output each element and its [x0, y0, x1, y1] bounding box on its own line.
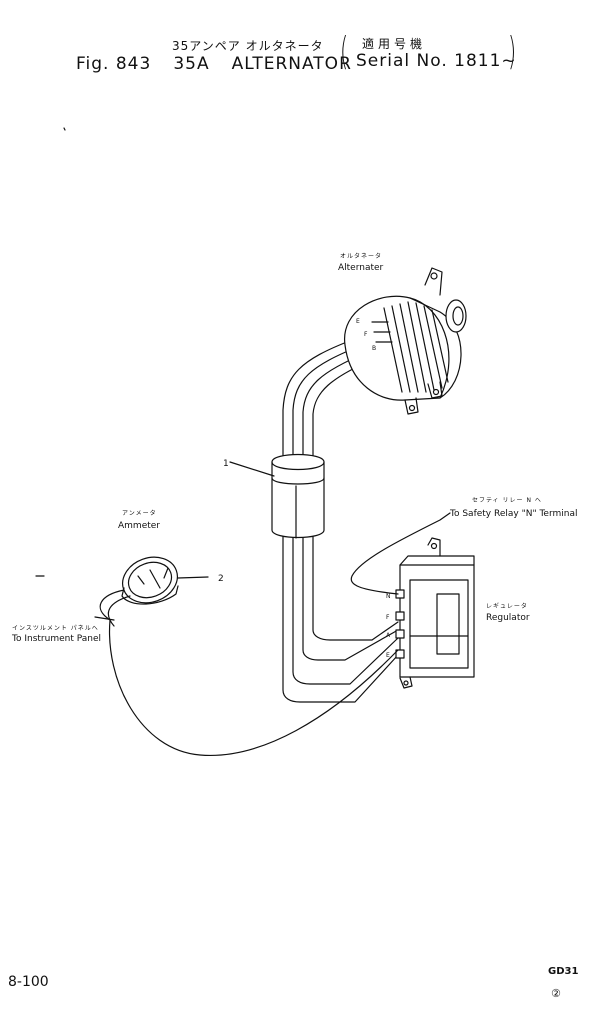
figure-number: Fig. 843 — [76, 54, 152, 74]
model-code: GD31 — [548, 966, 579, 977]
regulator-label-jp: レギュレータ — [486, 602, 528, 610]
alt-terminal-F: F — [364, 331, 368, 338]
instrument-leader — [94, 616, 115, 621]
alt-terminal-B: B — [372, 345, 376, 352]
paren-close: ) — [508, 29, 517, 73]
harness-sleeve — [271, 453, 325, 539]
safety-relay-wire — [350, 512, 451, 595]
regulator-label: Regulator — [486, 613, 530, 623]
ammeter-wire-2 — [107, 595, 131, 627]
regulator-body — [395, 537, 475, 689]
alternator-label: Alternater — [338, 263, 384, 273]
ammeter-gauge — [121, 556, 209, 605]
safety-label: To Safety Relay "N" Terminal — [449, 509, 577, 519]
instrument-label: To Instrument Panel — [11, 634, 101, 644]
instrument-label-jp: インスツルメント パネルへ — [12, 625, 99, 632]
ammeter-label-jp: アンメータ — [122, 509, 157, 517]
ammeter-wire-1 — [99, 589, 399, 757]
amperage: 35A — [173, 54, 210, 74]
ammeter-label: Ammeter — [118, 521, 160, 531]
paren-open: ( — [340, 29, 349, 73]
stray-mark — [63, 127, 66, 131]
callout-1-leader — [229, 461, 275, 477]
alt-terminal-E: E — [356, 318, 360, 325]
alternator-body — [344, 267, 467, 415]
callout-1: 1 — [223, 459, 229, 469]
part-title: ALTERNATOR — [231, 54, 352, 74]
figure-title: Fig. 843 35A ALTERNATOR — [76, 56, 374, 73]
callout-2: 2 — [218, 574, 224, 584]
alternator-label-jp: オルタネータ — [340, 252, 382, 260]
serial-japanese: 適用号機 — [362, 37, 427, 51]
reg-terminal-N: N — [386, 593, 391, 600]
page-number: 8-100 — [8, 974, 49, 990]
reg-terminal-E: E — [386, 652, 390, 659]
serial-number: Serial No. 1811~ — [356, 51, 517, 71]
title-japanese: 35アンペア オルタネータ — [172, 39, 324, 53]
revision-mark: ② — [551, 987, 561, 1000]
safety-label-jp: セフティ リレー N へ — [472, 497, 542, 504]
reg-terminal-A: A — [386, 632, 391, 639]
reg-terminal-F: F — [386, 614, 390, 621]
